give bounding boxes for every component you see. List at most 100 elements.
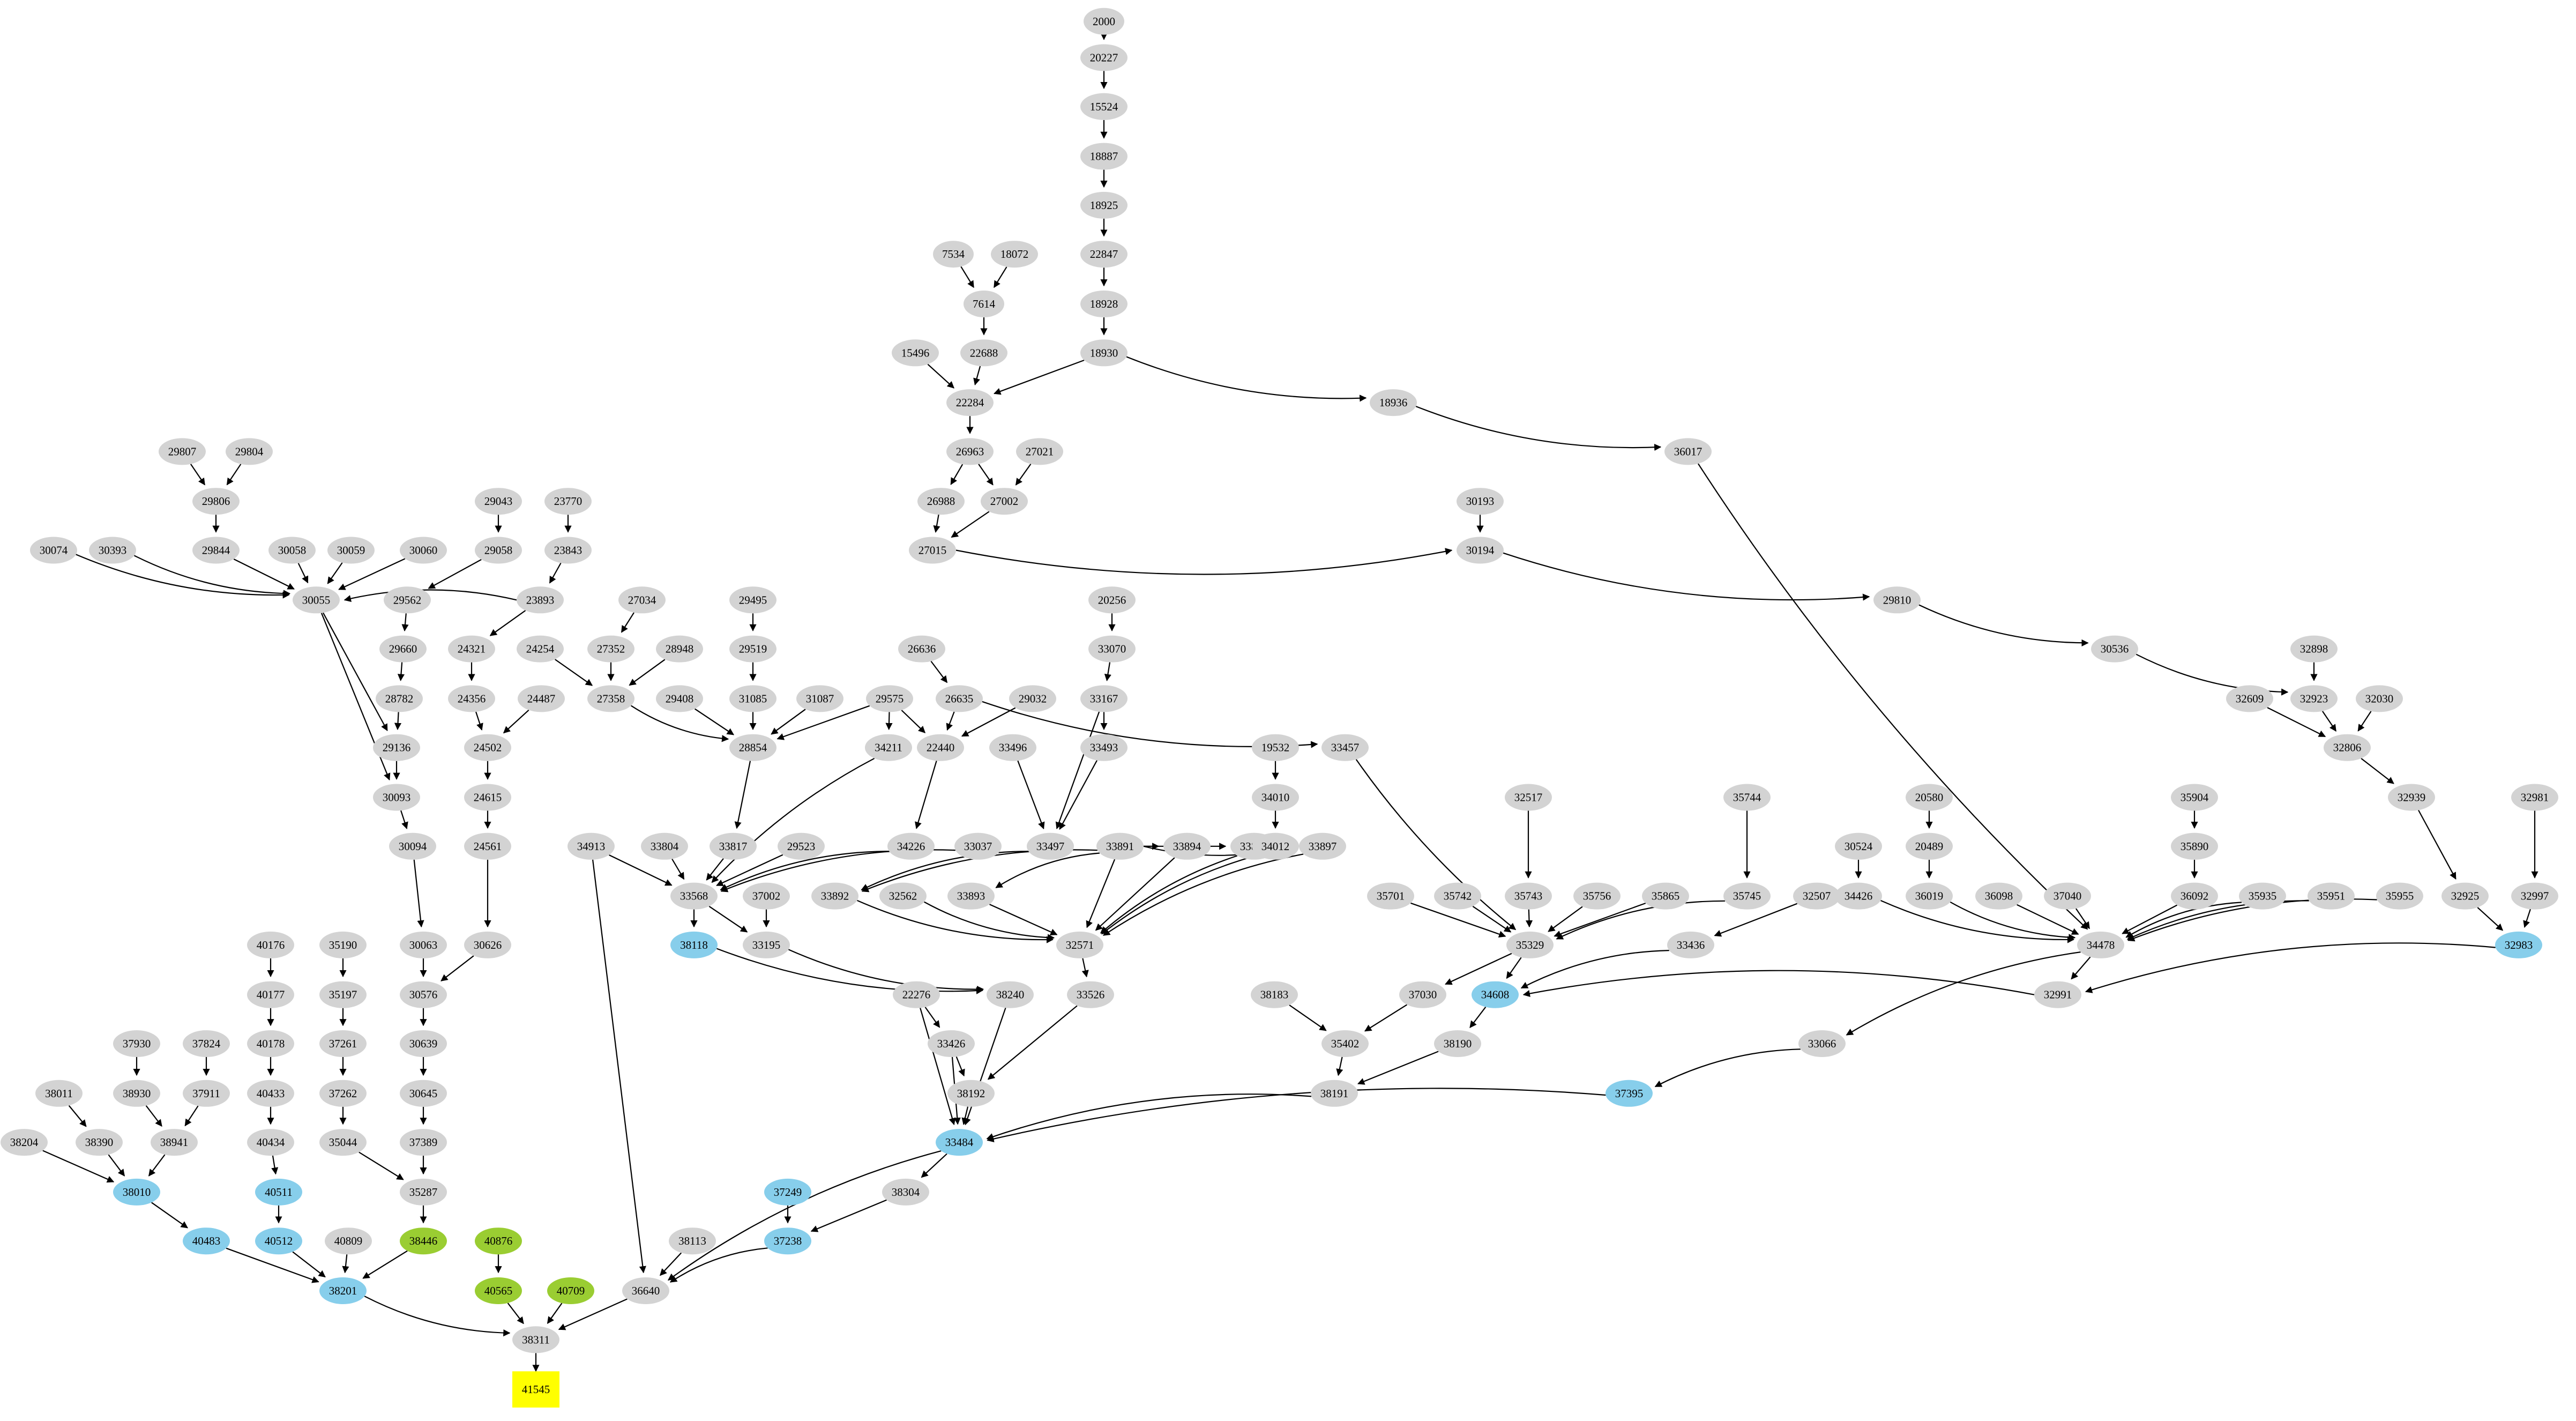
node-ellipse-shape[interactable] — [389, 832, 436, 860]
graph-node[interactable]: 22440 — [917, 734, 964, 761]
node-ellipse-shape[interactable] — [729, 635, 776, 663]
node-ellipse-shape[interactable] — [1835, 882, 1882, 910]
node-ellipse-shape[interactable] — [384, 586, 431, 614]
node-ellipse-shape[interactable] — [1084, 8, 1124, 35]
node-ellipse-shape[interactable] — [2091, 635, 2138, 663]
graph-node[interactable]: 24356 — [448, 685, 495, 712]
node-ellipse-shape[interactable] — [764, 1178, 811, 1206]
node-ellipse-shape[interactable] — [909, 537, 956, 564]
node-ellipse-shape[interactable] — [960, 339, 1007, 367]
graph-node[interactable]: 37249 — [764, 1178, 811, 1206]
graph-node[interactable]: 35701 — [1367, 882, 1414, 910]
node-ellipse-shape[interactable] — [325, 1227, 372, 1255]
node-ellipse-shape[interactable] — [796, 685, 843, 712]
graph-node[interactable]: 18928 — [1080, 291, 1128, 317]
node-ellipse-shape[interactable] — [2495, 931, 2542, 958]
graph-node[interactable]: 7614 — [964, 291, 1004, 317]
graph-node[interactable]: 35044 — [319, 1129, 367, 1156]
graph-node[interactable]: 27002 — [981, 488, 1028, 515]
node-ellipse-shape[interactable] — [987, 981, 1034, 1008]
graph-node[interactable]: 29495 — [729, 586, 776, 614]
node-ellipse-shape[interactable] — [247, 1030, 294, 1057]
node-ellipse-shape[interactable] — [622, 1277, 669, 1304]
node-ellipse-shape[interactable] — [547, 1277, 594, 1304]
graph-node[interactable]: 35890 — [2171, 832, 2218, 860]
node-ellipse-shape[interactable] — [400, 1178, 447, 1206]
graph-node[interactable]: 27021 — [1016, 438, 1063, 465]
graph-node[interactable]: 29408 — [656, 685, 703, 712]
node-ellipse-shape[interactable] — [2511, 882, 2558, 910]
graph-node[interactable]: 33484 — [936, 1129, 983, 1156]
node-ellipse-shape[interactable] — [892, 339, 939, 367]
graph-node[interactable]: 31085 — [729, 685, 776, 712]
graph-node[interactable]: 30093 — [373, 784, 420, 811]
graph-node[interactable]: 30194 — [1457, 537, 1504, 564]
node-ellipse-shape[interactable] — [1906, 784, 1953, 811]
graph-node[interactable]: 31087 — [796, 685, 843, 712]
node-ellipse-shape[interactable] — [376, 685, 423, 712]
node-ellipse-shape[interactable] — [656, 635, 703, 663]
node-ellipse-shape[interactable] — [587, 685, 634, 712]
node-ellipse-shape[interactable] — [1505, 784, 1552, 811]
graph-node[interactable]: 27352 — [587, 635, 634, 663]
node-ellipse-shape[interactable] — [2388, 784, 2435, 811]
node-ellipse-shape[interactable] — [2290, 635, 2338, 663]
node-ellipse-shape[interactable] — [568, 832, 615, 860]
node-ellipse-shape[interactable] — [159, 438, 206, 465]
graph-node[interactable]: 29844 — [192, 537, 240, 564]
graph-node[interactable]: 27358 — [587, 685, 634, 712]
graph-node[interactable]: 34608 — [1472, 981, 1519, 1008]
graph-node[interactable]: 29660 — [379, 635, 427, 663]
node-ellipse-shape[interactable] — [887, 832, 935, 860]
node-ellipse-shape[interactable] — [373, 734, 420, 761]
node-ellipse-shape[interactable] — [1642, 882, 1689, 910]
node-ellipse-shape[interactable] — [2077, 931, 2124, 958]
node-ellipse-shape[interactable] — [512, 1326, 559, 1353]
node-ellipse-shape[interactable] — [2308, 882, 2355, 910]
graph-node[interactable]: 29519 — [729, 635, 776, 663]
graph-node[interactable]: 32806 — [2324, 734, 2371, 761]
graph-node[interactable]: 33568 — [670, 882, 718, 910]
graph-node[interactable]: 26635 — [936, 685, 983, 712]
graph-node[interactable]: 37911 — [183, 1080, 230, 1107]
node-ellipse-shape[interactable] — [517, 586, 564, 614]
node-ellipse-shape[interactable] — [76, 1129, 123, 1156]
graph-node[interactable]: 34226 — [887, 832, 935, 860]
node-ellipse-shape[interactable] — [2226, 685, 2273, 712]
graph-node[interactable]: 38311 — [512, 1326, 559, 1353]
graph-node[interactable]: 38201 — [319, 1277, 367, 1304]
node-ellipse-shape[interactable] — [669, 1227, 716, 1255]
node-ellipse-shape[interactable] — [729, 586, 776, 614]
node-ellipse-shape[interactable] — [400, 1129, 447, 1156]
node-ellipse-shape[interactable] — [764, 1227, 811, 1255]
graph-node[interactable]: 37002 — [743, 882, 790, 910]
node-ellipse-shape[interactable] — [964, 291, 1004, 317]
graph-node[interactable]: 32923 — [2290, 685, 2338, 712]
node-ellipse-shape[interactable] — [1367, 882, 1414, 910]
node-ellipse-shape[interactable] — [1299, 832, 1346, 860]
node-ellipse-shape[interactable] — [327, 537, 375, 564]
node-ellipse-shape[interactable] — [183, 1030, 230, 1057]
node-ellipse-shape[interactable] — [1080, 241, 1128, 268]
graph-node[interactable]: 15524 — [1080, 93, 1128, 120]
graph-node[interactable]: 23893 — [517, 586, 564, 614]
node-ellipse-shape[interactable] — [192, 537, 240, 564]
node-ellipse-shape[interactable] — [1321, 1030, 1369, 1057]
node-ellipse-shape[interactable] — [991, 241, 1038, 268]
node-ellipse-shape[interactable] — [729, 685, 776, 712]
node-ellipse-shape[interactable] — [2441, 882, 2489, 910]
node-ellipse-shape[interactable] — [641, 832, 688, 860]
graph-node[interactable]: 35742 — [1434, 882, 1481, 910]
node-ellipse-shape[interactable] — [448, 685, 495, 712]
node-ellipse-shape[interactable] — [1506, 931, 1554, 958]
graph-node[interactable]: 34913 — [568, 832, 615, 860]
node-ellipse-shape[interactable] — [1009, 685, 1056, 712]
graph-node[interactable]: 19532 — [1252, 734, 1299, 761]
node-ellipse-shape[interactable] — [587, 635, 634, 663]
graph-node[interactable]: 7534 — [933, 241, 974, 268]
graph-node[interactable]: 40709 — [547, 1277, 594, 1304]
node-ellipse-shape[interactable] — [1457, 488, 1504, 515]
node-ellipse-shape[interactable] — [1088, 635, 1136, 663]
graph-node[interactable]: 38390 — [76, 1129, 123, 1156]
node-ellipse-shape[interactable] — [475, 1277, 522, 1304]
